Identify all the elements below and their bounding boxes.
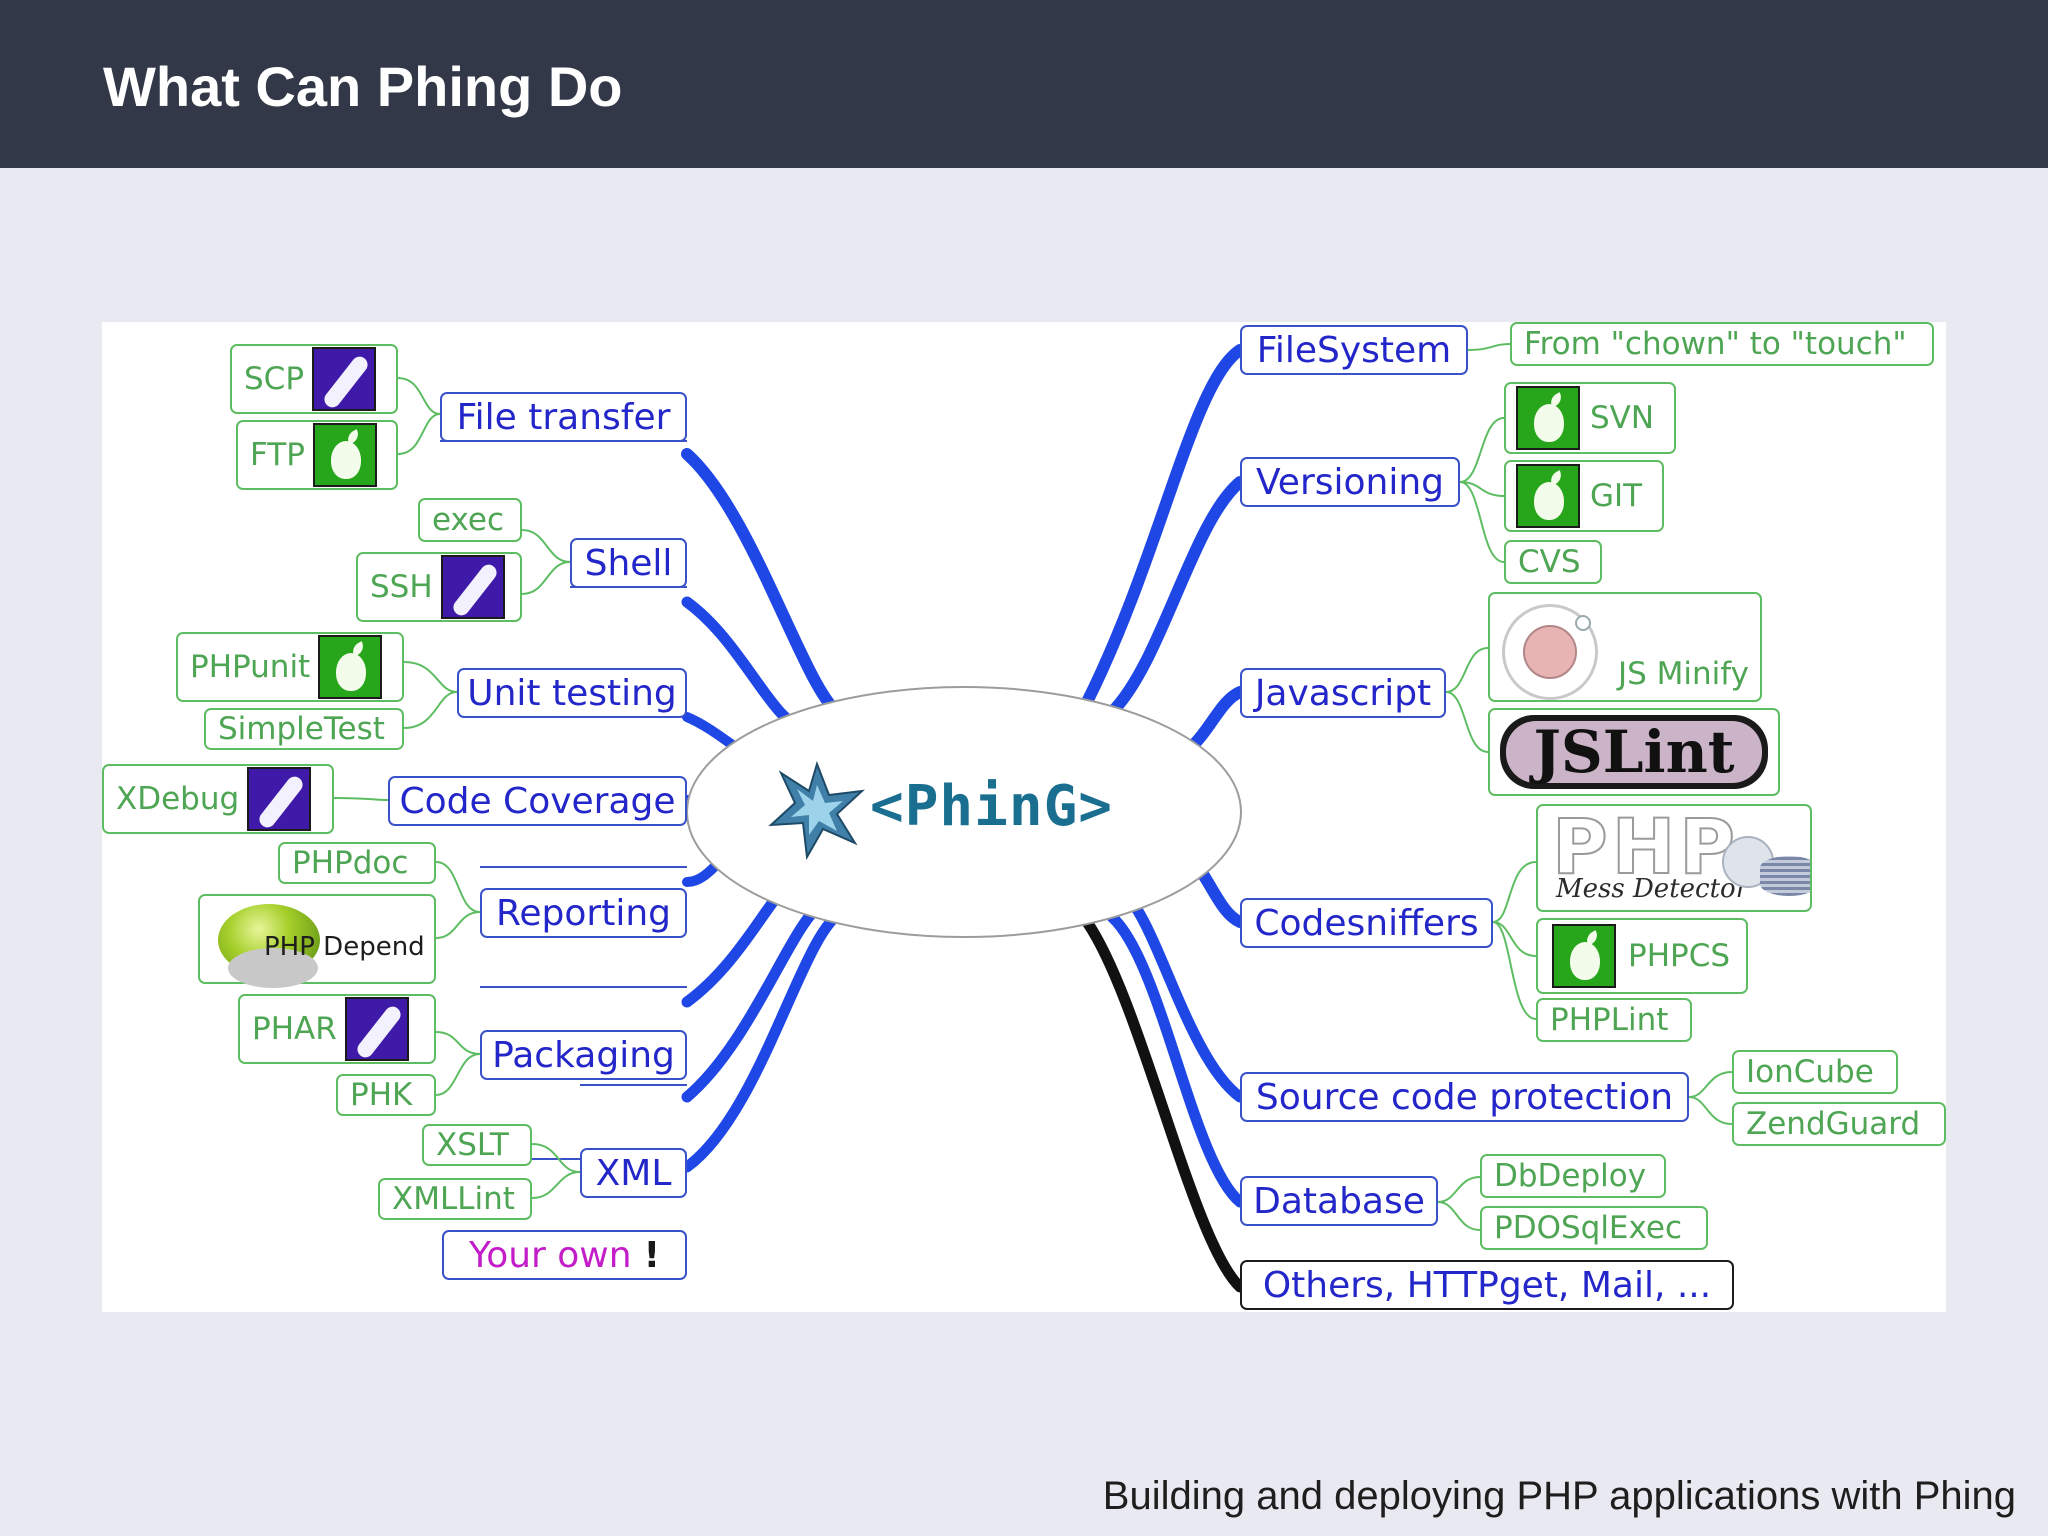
node-database: Database (1240, 1176, 1438, 1226)
exclamation-icon: ! (643, 1234, 660, 1276)
node-packaging: Packaging (480, 1030, 687, 1080)
branch-others (1081, 916, 1246, 1293)
jslint-logo-icon (1500, 715, 1768, 789)
pear-icon (1516, 386, 1580, 450)
node-phk: PHK (336, 1074, 436, 1116)
node-php-depend: PHP Depend (198, 894, 436, 988)
pickle-icon (440, 555, 505, 619)
node-javascript: Javascript (1240, 668, 1446, 718)
node-shell: Shell (570, 538, 687, 588)
node-codesniffers: Codesniffers (1240, 898, 1493, 948)
node-ftp: FTP (236, 420, 398, 490)
pickle-icon (247, 767, 312, 831)
phing-star-icon (768, 760, 865, 861)
pear-icon (1516, 464, 1580, 528)
mess-detector-disk-icon (1760, 856, 1810, 896)
mind-map: <PhinG> File transfer Shell Unit testing… (102, 322, 1946, 1312)
node-others: Others, HTTPget, Mail, ... (1240, 1260, 1734, 1310)
phing-logo: <PhinG> (870, 774, 1114, 839)
node-your-own-label: Your own (468, 1234, 632, 1276)
node-phpunit: PHPunit (176, 632, 404, 702)
node-ssh: SSH (356, 552, 522, 622)
pear-icon (312, 423, 377, 487)
node-dbdeploy: DbDeploy (1480, 1154, 1666, 1198)
node-phplint: PHPLint (1536, 998, 1692, 1042)
node-file-transfer: File transfer (440, 392, 687, 442)
node-ioncube: IonCube (1732, 1050, 1898, 1094)
node-pdosqlexec: PDOSqlExec (1480, 1206, 1708, 1250)
pear-icon (318, 635, 383, 699)
pear-icon (1552, 924, 1616, 988)
node-cvs: CVS (1504, 540, 1602, 584)
node-xdebug: XDebug (102, 764, 334, 834)
node-your-own: Your own ! (442, 1230, 687, 1280)
branch-versioning (1106, 476, 1246, 718)
node-phpcs: PHPCS (1536, 918, 1748, 994)
pickle-icon (312, 347, 377, 411)
node-git: GIT (1504, 460, 1664, 532)
branch-filesystem (1081, 344, 1246, 708)
slide-title: What Can Phing Do (103, 55, 623, 118)
slide-header: What Can Phing Do (0, 0, 2048, 168)
node-simpletest: SimpleTest (204, 708, 404, 750)
node-php-mess-detector: PHP Mess Detector (1536, 804, 1812, 912)
pickle-icon (344, 997, 409, 1061)
php-depend-logo-icon (218, 904, 320, 988)
node-filesystem: FileSystem (1240, 325, 1468, 375)
branch-your-own (681, 906, 848, 1173)
node-versioning: Versioning (1240, 457, 1460, 507)
node-jslint: JSLint (1488, 708, 1780, 796)
center-ellipse (686, 686, 1242, 938)
node-svn: SVN (1504, 382, 1676, 454)
node-xslt: XSLT (422, 1124, 532, 1166)
node-phpdoc: PHPdoc (278, 842, 436, 884)
node-xml: XML (580, 1148, 687, 1198)
slide-footer: Building and deploying PHP applications … (1102, 1474, 2016, 1518)
node-zendguard: ZendGuard (1732, 1102, 1946, 1146)
node-chown-touch: From "chown" to "touch" (1510, 322, 1934, 366)
node-code-coverage: Code Coverage (388, 776, 687, 826)
node-scp: SCP (230, 344, 398, 414)
branch-file-transfer (681, 448, 843, 718)
node-reporting: Reporting (480, 888, 687, 938)
node-source-code-protection: Source code protection (1240, 1072, 1689, 1122)
branch-source-protection (1126, 896, 1246, 1103)
branch-database (1106, 911, 1246, 1208)
node-unit-testing: Unit testing (457, 668, 687, 718)
node-js-minify: JS Minify (1488, 592, 1762, 702)
js-minify-logo-icon (1502, 604, 1598, 700)
node-exec: exec (418, 498, 522, 542)
node-phar: PHAR (238, 994, 436, 1064)
node-xmllint: XMLLint (378, 1178, 532, 1220)
